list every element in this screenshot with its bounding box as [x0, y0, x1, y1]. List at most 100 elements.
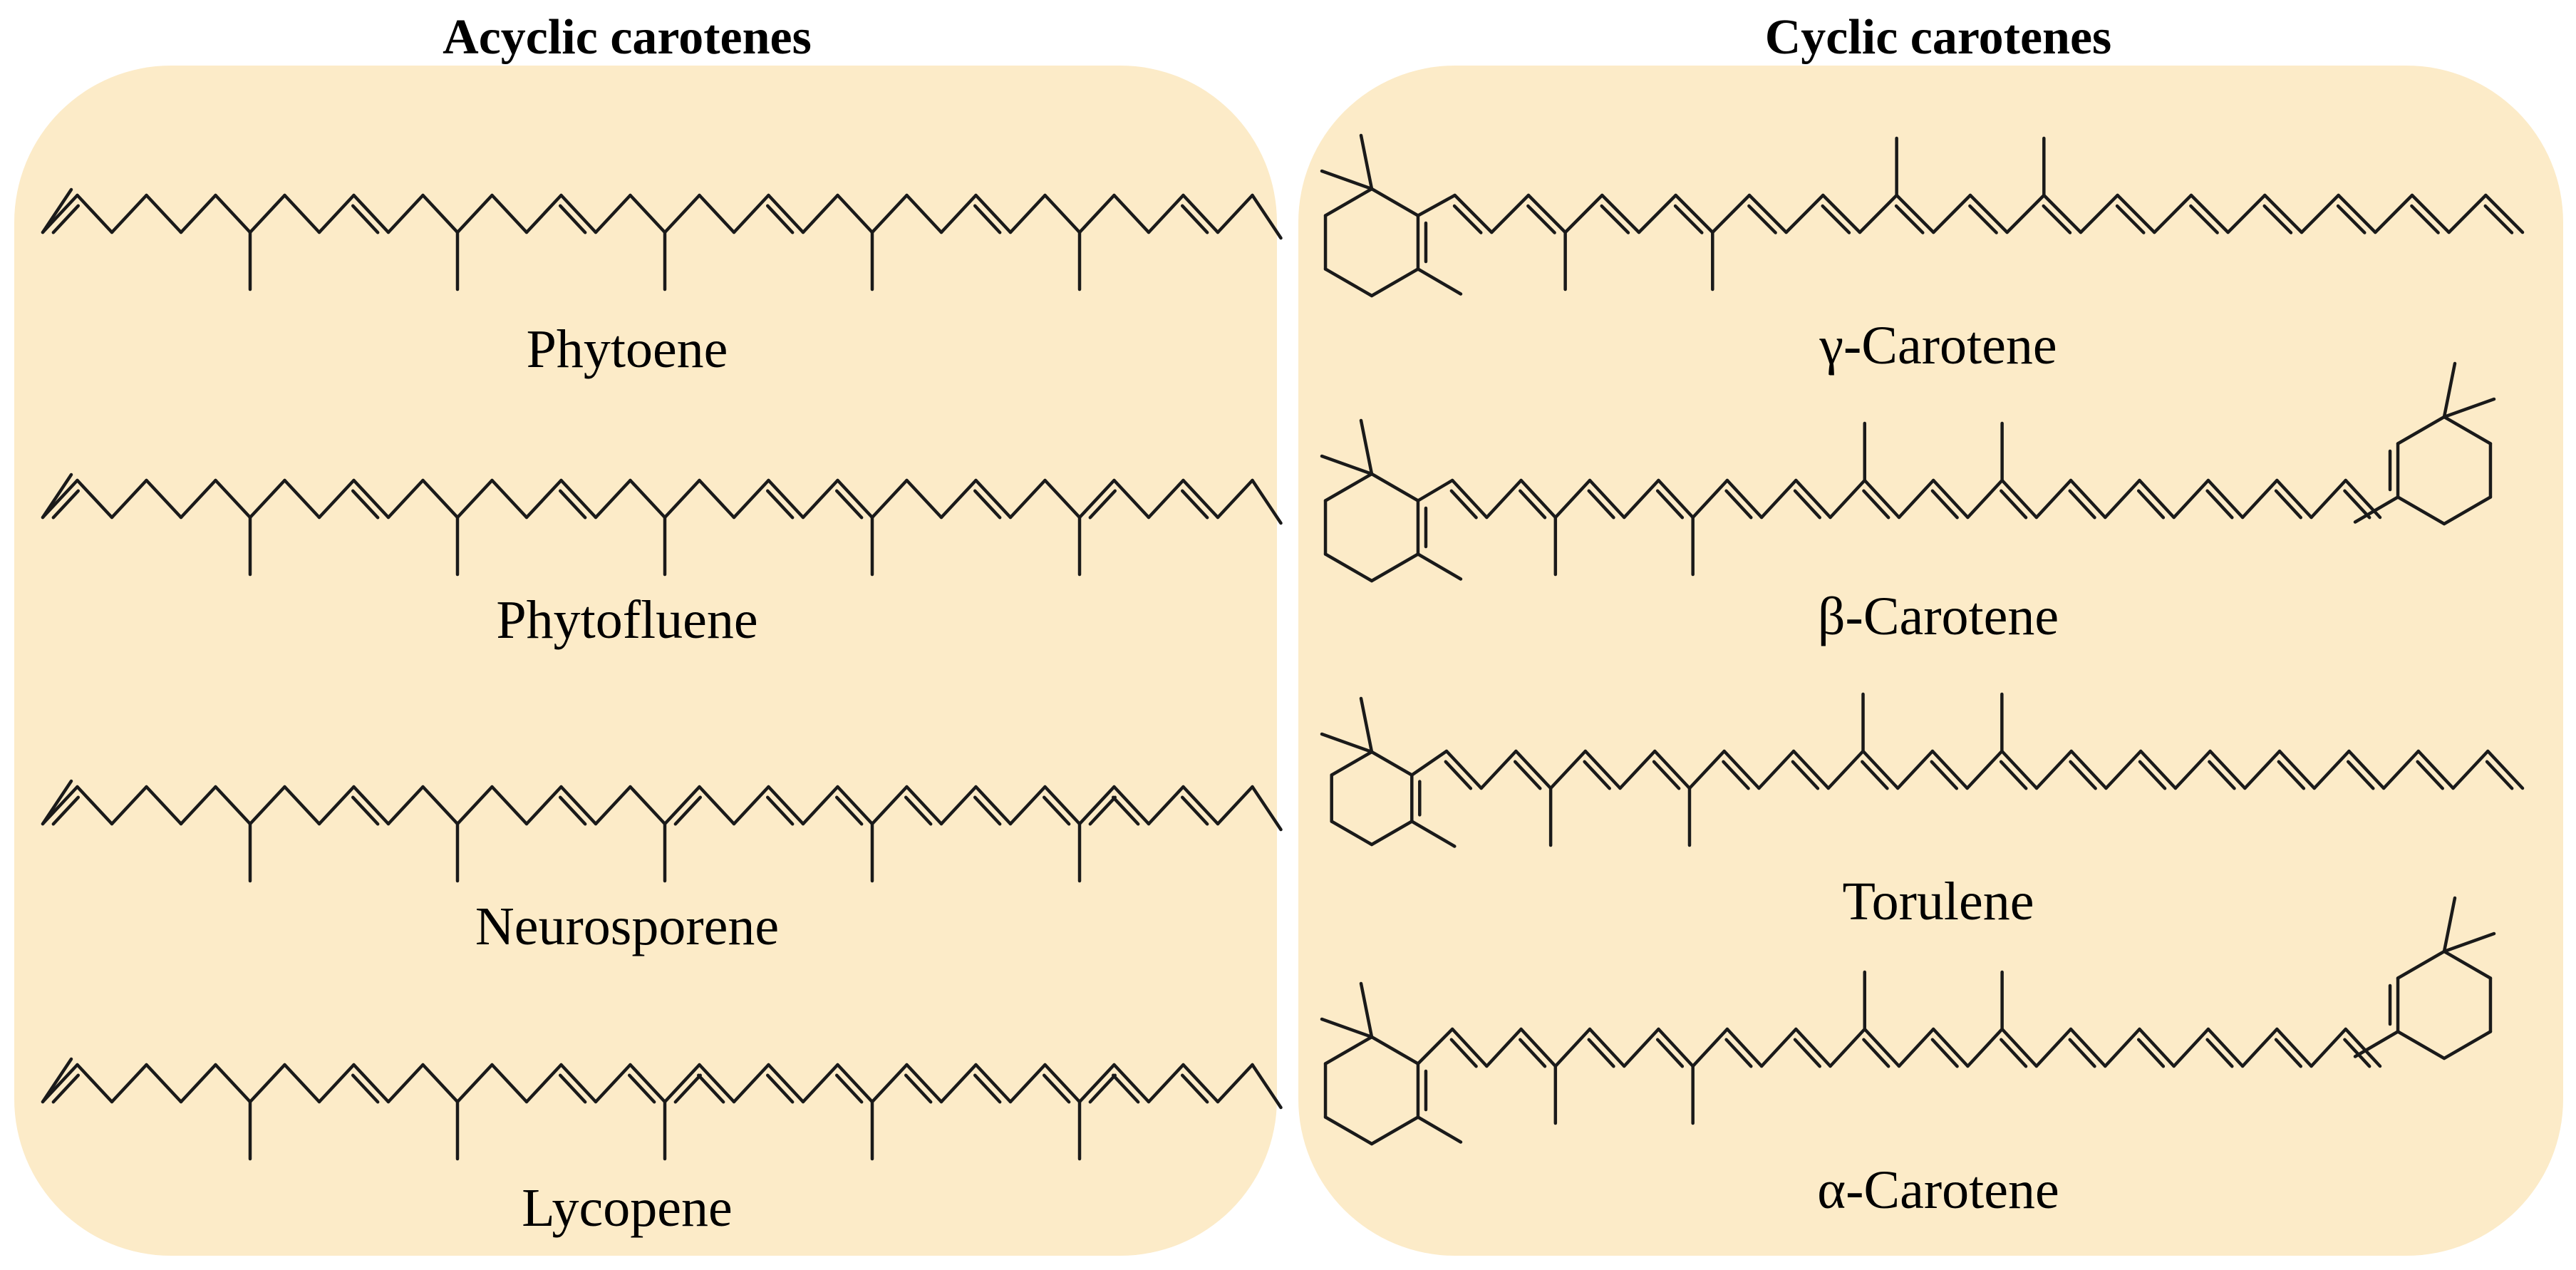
single-bond	[1450, 478, 1489, 520]
single-bond	[2410, 193, 2451, 234]
single-bond	[629, 193, 667, 234]
methyl-bond	[2353, 1030, 2400, 1058]
single-bond	[1450, 1027, 1489, 1068]
single-bond	[594, 785, 632, 826]
single-bond	[1725, 1027, 1764, 1068]
single-bond	[1370, 187, 1420, 217]
single-bond	[1588, 478, 1626, 520]
double-bond-line	[2343, 1038, 2371, 1068]
single-bond	[2208, 749, 2247, 790]
single-bond	[1181, 478, 1220, 520]
single-bond	[1147, 785, 1185, 826]
double-bond-line	[1042, 795, 1071, 826]
single-bond	[2000, 478, 2039, 520]
single-bond	[1323, 1035, 1374, 1065]
double-bond-line	[904, 795, 933, 826]
single-bond	[1453, 193, 1494, 234]
double-bond-line	[1042, 1073, 1071, 1104]
double-bond-line	[1180, 1073, 1209, 1104]
single-bond	[1043, 1063, 1082, 1104]
molecule-name-phytoene: Phytoene	[526, 319, 728, 379]
molecule-name-torulene: Torulene	[1842, 872, 2034, 931]
single-bond	[1828, 1027, 1867, 1068]
double-bond-line	[765, 204, 795, 234]
double-bond-line	[2343, 489, 2371, 520]
single-bond	[2344, 1027, 2382, 1068]
double-bond-line	[1862, 1038, 1890, 1068]
double-bond-line	[1655, 1038, 1685, 1068]
acyclic-panel-title: Acyclic carotenes	[443, 10, 812, 65]
single-bond	[2069, 478, 2107, 520]
double-bond-line	[673, 795, 703, 826]
double-bond-line	[351, 1073, 380, 1104]
single-bond	[2396, 949, 2446, 980]
single-bond	[2312, 749, 2351, 790]
gamma-carotene-structure	[1320, 133, 2525, 298]
beta-carotene-structure	[1320, 361, 2496, 583]
double-bond-line	[2483, 204, 2514, 234]
double-bond-line	[2189, 204, 2219, 234]
single-bond	[1519, 478, 1558, 520]
single-bond	[559, 193, 598, 234]
single-bond	[1784, 193, 1825, 234]
molecule-name-gamma-carotene: γ-Carotene	[1819, 316, 2057, 376]
double-bond-line	[1724, 489, 1753, 520]
single-bond	[1932, 193, 1972, 234]
single-bond	[2172, 1027, 2210, 1068]
single-bond	[2442, 949, 2493, 980]
single-bond	[1514, 749, 1553, 790]
single-bond	[490, 1063, 529, 1104]
single-bond	[1861, 749, 1900, 790]
single-bond	[317, 1063, 356, 1104]
double-bond-line	[1999, 760, 2028, 790]
single-bond	[1526, 193, 1567, 234]
single-bond	[283, 193, 321, 234]
single-bond	[2396, 495, 2446, 526]
single-bond	[455, 478, 494, 520]
single-bond	[1323, 187, 1374, 217]
single-bond	[110, 785, 148, 826]
single-bond	[1043, 193, 1082, 234]
double-bond-line	[51, 795, 81, 826]
single-bond	[386, 785, 425, 826]
single-bond	[836, 193, 874, 234]
single-bond	[2034, 478, 2073, 520]
double-bond-line	[1519, 489, 1547, 520]
double-bond-line	[1722, 760, 1750, 790]
double-bond-line	[2069, 760, 2097, 790]
single-bond	[698, 193, 736, 234]
double-bond-line	[973, 1073, 1002, 1104]
double-bond-line	[1862, 489, 1890, 520]
single-bond	[1711, 193, 1752, 234]
double-bond-line	[2416, 760, 2444, 790]
double-bond-line	[1519, 1038, 1547, 1068]
methyl-bond	[1320, 454, 1374, 476]
single-bond	[2275, 478, 2313, 520]
single-bond	[559, 1063, 598, 1104]
single-bond	[352, 785, 390, 826]
single-bond	[1687, 749, 1726, 790]
double-bond-line	[1930, 760, 1959, 790]
double-bond-line	[973, 204, 1002, 234]
double-bond-line	[765, 489, 795, 520]
molecule-name-lycopene: Lycopene	[522, 1178, 733, 1238]
single-bond	[1858, 193, 1898, 234]
neurosporene-structure	[41, 779, 1283, 883]
single-bond	[1370, 267, 1420, 298]
double-bond-line	[834, 795, 864, 826]
alpha-carotene-structure	[1320, 896, 2496, 1146]
single-bond	[1181, 193, 1220, 234]
double-bond-line	[1821, 204, 1851, 234]
single-bond	[76, 785, 114, 826]
single-bond	[2206, 478, 2245, 520]
single-bond	[1588, 1027, 1626, 1068]
methyl-bond	[1359, 133, 1374, 191]
single-bond	[594, 1063, 632, 1104]
single-bond	[386, 1063, 425, 1104]
single-bond	[2416, 749, 2455, 790]
methyl-bond	[1251, 1063, 1283, 1110]
single-bond	[1323, 552, 1374, 583]
molecule-name-phytofluene: Phytofluene	[496, 590, 758, 650]
single-bond	[1791, 749, 1831, 790]
